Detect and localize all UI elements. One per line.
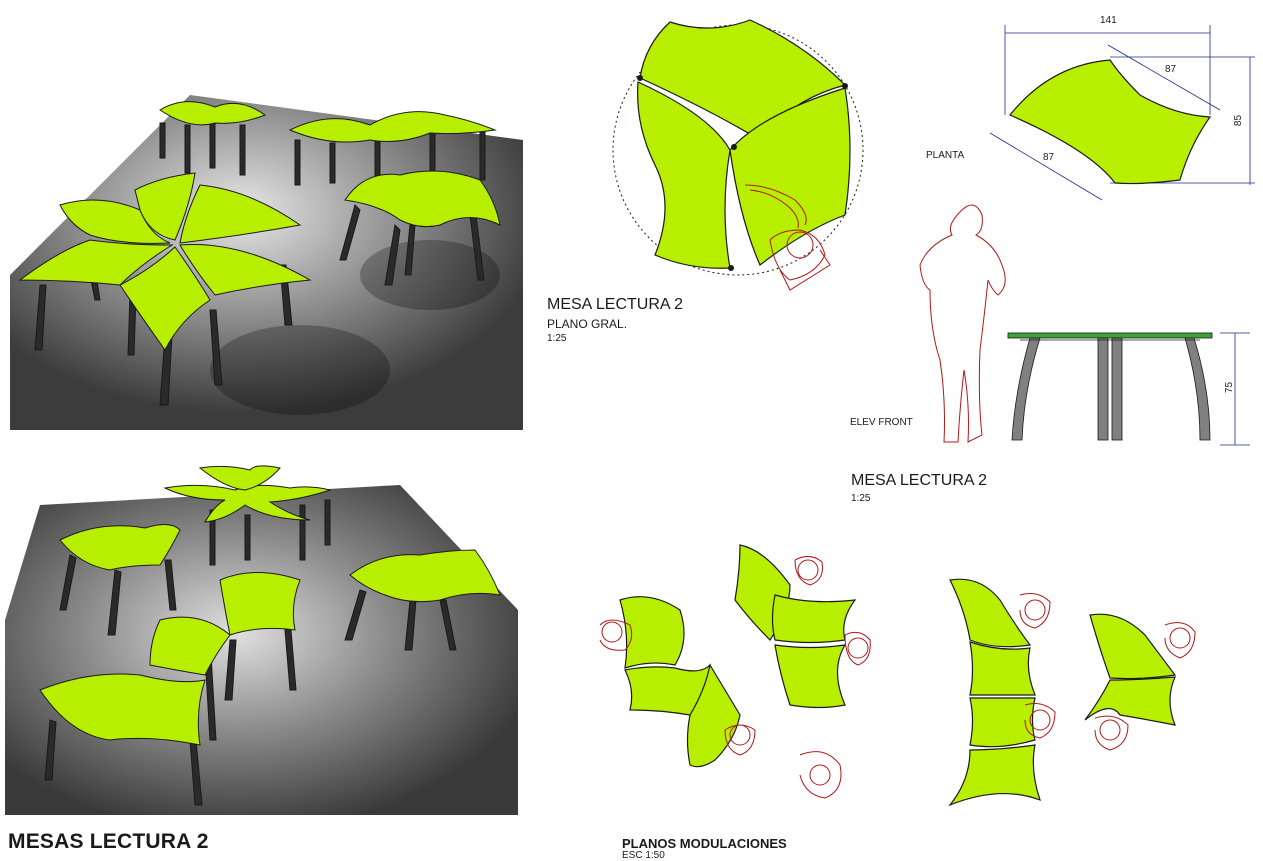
plan-general-title: MESA LECTURA 2 [547, 296, 684, 313]
modulation-plans [599, 544, 1196, 807]
table-back-left [159, 101, 267, 176]
modulations-title: PLANOS MODULACIONES [622, 836, 787, 851]
plan-circular [612, 19, 864, 291]
module-single [1084, 613, 1177, 726]
elevation-dim-height: 75 [1224, 381, 1236, 394]
elevation-title: MESA LECTURA 2 [851, 472, 988, 489]
modulations-scale: ESC 1:50 [622, 850, 665, 861]
seated-figure-icon [744, 184, 831, 291]
elevation-scale: 1:25 [851, 493, 871, 504]
table-right [339, 170, 501, 286]
render-3d-bottom [5, 465, 518, 815]
module-left-chain [619, 596, 741, 768]
table-right [344, 549, 501, 651]
plan-general-subtitle: PLANO GRAL. [547, 317, 628, 331]
top-view-dimensioned [989, 25, 1255, 201]
plan-general-scale: 1:25 [547, 333, 567, 344]
elevation-label: ELEV FRONT [850, 417, 913, 428]
top-view-label: PLANTA [926, 150, 965, 161]
elevation-dimension [1220, 332, 1250, 446]
plan-joints [637, 75, 848, 271]
table-left [59, 524, 181, 636]
dim-side-top: 87 [1165, 64, 1177, 75]
tabletop-segments [637, 19, 851, 269]
table-back-star [163, 465, 332, 566]
standing-figure-icon [919, 204, 1006, 443]
elevation-table [1007, 332, 1213, 441]
seated-figure-icon [599, 556, 1196, 799]
module-right-chain [948, 578, 1041, 807]
front-elevation [919, 204, 1250, 446]
table-back-right [288, 111, 497, 186]
table-star [18, 172, 312, 406]
render-3d-top [10, 95, 523, 430]
dim-height: 85 [1233, 114, 1245, 127]
dim-width: 141 [1100, 15, 1117, 26]
module-middle-chain [734, 544, 857, 709]
table-front [39, 572, 301, 806]
main-title: MESAS LECTURA 2 [8, 830, 209, 853]
tabletop-outline [1009, 59, 1212, 185]
dim-side-bottom: 87 [1043, 152, 1055, 163]
